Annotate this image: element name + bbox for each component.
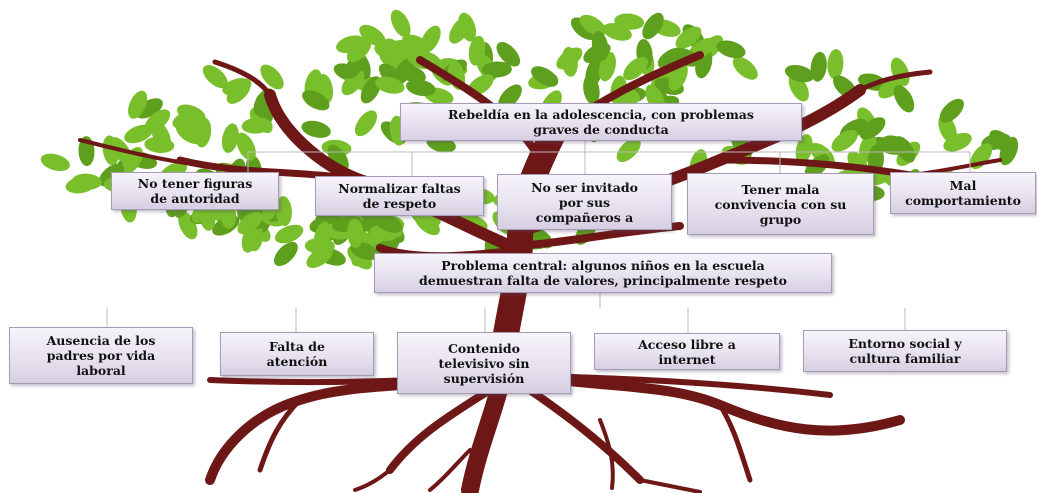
leaf <box>390 9 411 38</box>
consequence-box-1: No tener figuras de autoridad <box>111 172 279 210</box>
leaf <box>414 212 440 236</box>
root <box>638 478 702 493</box>
leaf <box>795 134 813 164</box>
tree-roots <box>205 351 905 493</box>
connector-lines <box>106 141 971 333</box>
leaf <box>831 129 858 152</box>
leaf <box>202 65 228 89</box>
leaf <box>236 132 256 161</box>
leaf <box>943 132 972 152</box>
leaf <box>354 110 378 137</box>
leaf <box>893 85 915 113</box>
leaf <box>614 13 645 30</box>
leaf <box>716 40 746 59</box>
leaf <box>128 90 148 119</box>
leaf <box>275 196 292 227</box>
leaf <box>732 56 758 80</box>
leaf <box>40 153 70 172</box>
leaf <box>878 76 904 99</box>
leaf <box>939 98 964 123</box>
cause-box-5: Entorno social y cultura familiar <box>803 330 1007 372</box>
leaf <box>561 46 578 77</box>
leaf <box>531 66 559 87</box>
root <box>598 418 615 490</box>
leaf <box>241 117 272 134</box>
leaf <box>346 38 372 63</box>
leaf <box>675 26 702 49</box>
leaf <box>274 224 304 244</box>
cause-box-2: Falta de atención <box>220 332 374 376</box>
leaf <box>102 135 120 166</box>
leaf <box>405 79 436 97</box>
leaf <box>585 57 603 87</box>
leaf <box>893 136 916 163</box>
branch <box>78 138 202 167</box>
leaf <box>374 213 403 233</box>
leaf <box>327 144 349 172</box>
leaf <box>347 218 364 249</box>
leaf <box>458 12 477 42</box>
consequence-box-5: Mal comportamiento <box>890 172 1036 214</box>
leaf <box>579 14 607 36</box>
branch <box>857 69 933 93</box>
leaf <box>623 56 648 81</box>
central-problem-box: Problema central: algunos niños en la es… <box>374 253 832 293</box>
root <box>257 397 303 473</box>
leaf <box>859 117 886 140</box>
leaf <box>237 211 263 235</box>
leaf <box>341 70 365 96</box>
root <box>428 448 472 492</box>
leaf <box>302 90 330 111</box>
leaf <box>481 61 512 78</box>
leaf <box>273 241 298 267</box>
leaf <box>226 79 251 104</box>
root <box>511 376 644 484</box>
effect-box: Rebeldía en la adolescencia, con problem… <box>400 103 802 141</box>
branch <box>212 59 273 98</box>
cause-box-3: Contenido televisivo sin supervisión <box>397 332 571 394</box>
leaf <box>989 129 1015 154</box>
consequence-box-2: Normalizar faltas de respeto <box>315 176 484 216</box>
leaf <box>221 123 239 153</box>
leaf <box>144 136 175 153</box>
leaf <box>642 12 664 40</box>
leaf <box>359 24 386 47</box>
consequence-box-3: No ser invitado por sus compañeros a <box>497 174 672 230</box>
leaf <box>375 76 405 94</box>
leaf <box>784 64 815 83</box>
leaf <box>498 84 522 109</box>
leaf <box>144 109 171 133</box>
leaf <box>827 49 844 80</box>
consequence-box-4: Tener mala convivencia con su grupo <box>687 173 874 235</box>
cause-box-1: Ausencia de los padres por vida laboral <box>9 327 193 384</box>
leaf <box>591 31 609 61</box>
root <box>717 402 753 483</box>
leaf <box>71 173 102 190</box>
branch <box>716 156 914 179</box>
leaf <box>260 64 284 90</box>
leaf <box>496 42 521 67</box>
cause-box-4: Acceso libre a internet <box>594 333 780 370</box>
leaf <box>306 246 333 269</box>
root <box>353 468 392 492</box>
leaf <box>570 17 597 41</box>
leaf <box>397 64 426 83</box>
leaf <box>616 137 641 163</box>
leaf <box>810 51 827 82</box>
leaf <box>175 122 202 145</box>
leaf <box>301 120 331 138</box>
